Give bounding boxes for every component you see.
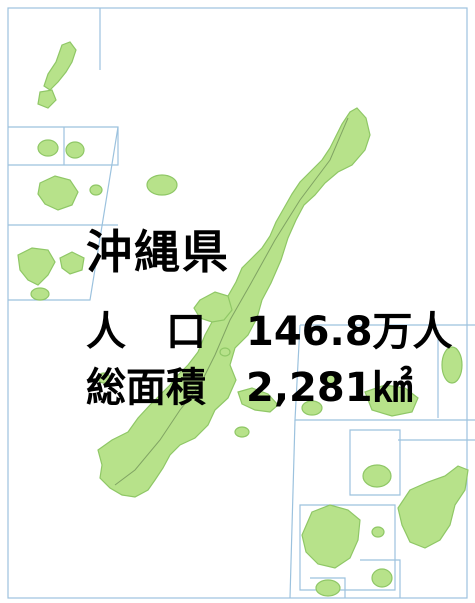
- kudaka-island: [301, 400, 323, 416]
- main-road: [114, 117, 349, 486]
- aguni-island: [37, 175, 79, 211]
- islet-5: [219, 347, 231, 357]
- kerama-islands-1: [17, 247, 56, 286]
- ie-island: [146, 174, 178, 196]
- iheya-island: [43, 41, 77, 91]
- prefecture-name: 沖縄県: [86, 225, 230, 279]
- katsuren-peninsula: [237, 387, 279, 413]
- inset-line-7: [289, 419, 296, 599]
- tsuken-island: [364, 384, 419, 417]
- islet-3: [89, 184, 103, 196]
- inset-box-4: [360, 559, 401, 598]
- kerama-islet: [30, 287, 50, 301]
- inset-line-1: [8, 126, 119, 166]
- inset-box-1: [349, 429, 401, 496]
- islet-7: [323, 374, 337, 386]
- inset-island-2: [397, 465, 469, 549]
- motobu-peninsula: [193, 291, 233, 323]
- islet-1: [37, 139, 59, 157]
- islet-6: [234, 426, 250, 438]
- inset-box-3: [310, 577, 346, 598]
- east-islet: [441, 346, 463, 384]
- inset-box-2: [299, 504, 396, 591]
- okinawa-main-island: [97, 107, 371, 498]
- map-frame: [7, 7, 468, 599]
- inset-islet-3: [371, 568, 393, 588]
- inset-islet-2: [315, 579, 341, 597]
- population-label: 人 口: [86, 309, 206, 355]
- population-value: 146.8万人: [246, 309, 453, 355]
- inset-islet-1: [371, 526, 385, 538]
- inset-line-4: [8, 126, 119, 301]
- inset-island-3: [301, 504, 361, 569]
- map-boundary-lines: [7, 7, 475, 599]
- inset-island-1: [362, 464, 392, 488]
- area-value: 2,281㎢: [246, 365, 413, 411]
- izena-island: [37, 89, 57, 109]
- area-label: 総面積: [86, 365, 206, 411]
- kerama-islands-2: [59, 251, 85, 275]
- islet-2: [65, 141, 85, 159]
- islet-4: [97, 372, 111, 384]
